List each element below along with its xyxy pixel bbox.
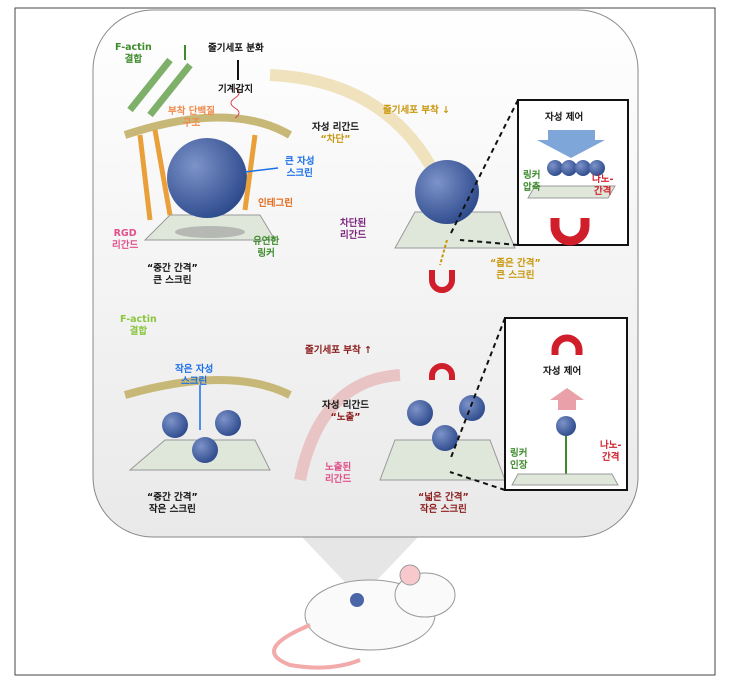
top-left-caption: “중간 간격”큰 스크린 [147, 263, 198, 286]
small-magnetic-screens [162, 410, 241, 463]
arrow-icon [244, 167, 279, 173]
top-right-caption: “좁은 간격”큰 스크린 [490, 258, 541, 281]
integrin-label: 인테그린 [258, 198, 293, 209]
mouse-illustration [272, 564, 456, 670]
mechanosensing-label: 기계감지 [218, 84, 253, 95]
cell-membrane [123, 113, 293, 139]
nano-spacing-label: 나노-간격 [600, 440, 622, 463]
inset-title: 자성 제어 [545, 112, 584, 123]
attachment-up-label: 줄기세포 부착 ↑ [305, 345, 373, 356]
transition-arrow [269, 69, 436, 169]
arrow-down-icon [537, 130, 605, 158]
magnet-icon [429, 363, 455, 380]
zoom-bubble [92, 9, 639, 538]
differentiation-label: 줄기세포 분화 [208, 43, 264, 54]
magnet-icon [429, 270, 455, 293]
ligand-blocked-label: 자성 리간드“차단” [312, 122, 360, 145]
transition-arrow [294, 369, 401, 482]
outer-frame [14, 7, 716, 676]
inset-title: 자성 제어 [543, 366, 582, 377]
bottom-left-caption: “중간 간격”작은 스크린 [147, 492, 198, 515]
arrow-up-icon [550, 388, 584, 410]
ligand-exposed-label: 자성 리간드“노출” [322, 400, 370, 423]
attachment-down-label: 줄기세포 부착 ↓ [383, 105, 451, 116]
nano-spacing-label: 나노-간격 [592, 174, 614, 197]
large-magnetic-screen [415, 160, 479, 224]
magnet-icon [550, 218, 590, 246]
integrin [137, 129, 258, 221]
mechano-signal [230, 87, 240, 119]
large-magnetic-screen [167, 138, 247, 218]
zoom-cone [300, 535, 420, 598]
magnet-icon [551, 334, 583, 355]
bottom-right-caption: “넓은 간격”작은 스크린 [418, 492, 469, 515]
f-actin [127, 57, 193, 118]
